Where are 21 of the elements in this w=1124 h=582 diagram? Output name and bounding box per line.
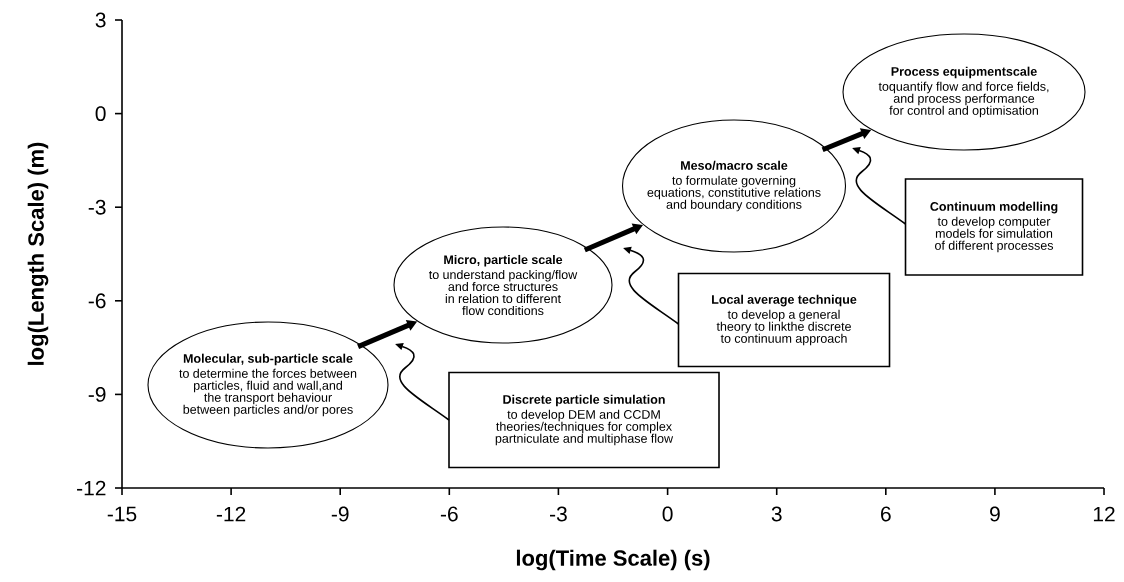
tick-label: -12 [216,506,246,522]
tick-label: 3 [95,12,106,28]
tick-label: 0 [95,106,106,122]
tick-label: -6 [440,506,458,522]
tick-label: 0 [662,506,673,522]
tick-label: -6 [88,293,106,309]
tick-label: -9 [88,386,106,402]
tick-label: -3 [88,199,106,215]
tick-label: -9 [331,506,349,522]
tick-label: 6 [881,506,891,522]
method-box: Discrete particle simulation to develop DEM and CCDM theories/techniques for complex partniculate and multiphase flow [448,371,720,469]
tick-label: 12 [1093,506,1115,522]
tick-label: -12 [77,480,106,496]
axis-title: log(Time Scale) (s) [516,549,710,571]
method-box: Continuum modelling to develop computer models for simulation of different processes [904,178,1084,276]
method-box: Local average technique to develop a general theory to linkthe discrete to continuum approach [677,272,891,368]
tick-label: 3 [771,506,782,522]
tick-label: -3 [550,506,567,522]
tick-label: -15 [107,506,137,522]
tick-label: 9 [990,506,1000,522]
axis-title: log(Length Scale) (m) [27,142,49,365]
